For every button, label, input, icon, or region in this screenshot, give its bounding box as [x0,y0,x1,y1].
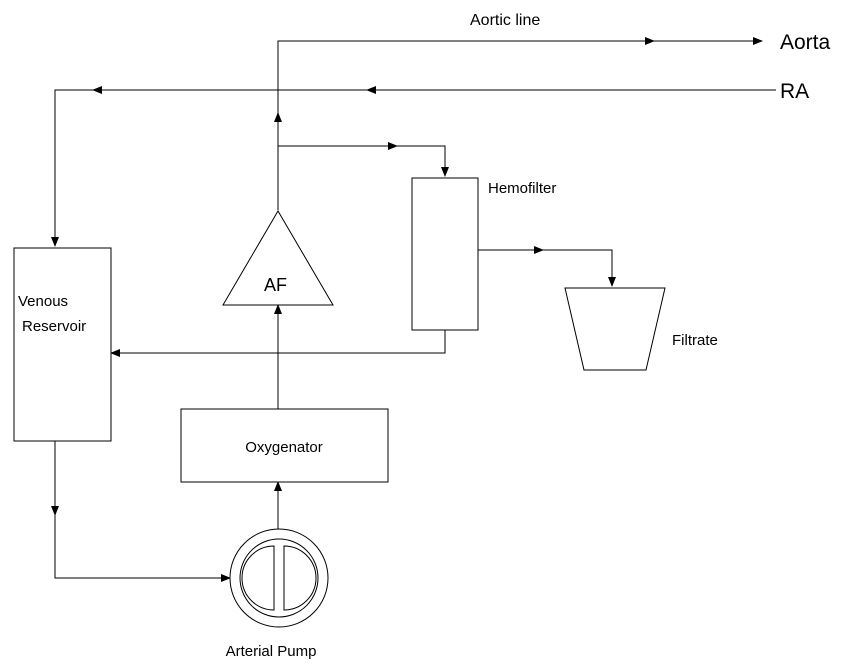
aortic-line [277,37,763,210]
hemofilter-feed-line [278,145,449,177]
af-up-arrow [274,112,282,122]
ra-return-line [51,89,776,247]
aortic-line-midarrow [645,37,655,45]
filtrate-line-arrow [534,246,544,254]
label-filtrate: Filtrate [672,332,718,349]
hemofilter-feed-arrow [388,142,398,150]
label-hemofilter: Hemofilter [488,180,556,197]
label-aortic-line: Aortic line [470,12,540,29]
label-aorta: Aorta [780,31,831,54]
reservoir-outflow-arrow [51,506,59,516]
arterial-pump [229,528,329,628]
label-reservoir: Reservoir [22,318,86,335]
reservoir-to-pump-line [54,441,231,582]
hemofilter [411,177,479,331]
filtrate-container [564,287,666,371]
hemofilter-return-line [110,330,446,357]
ra-line-arrow-2 [92,86,102,94]
label-ra: RA [780,80,809,103]
label-venous: Venous [18,293,68,310]
label-af: AF [264,275,287,295]
arterial-filter-af [222,210,334,306]
oxygenator [180,408,389,483]
filtrate-line [478,249,616,287]
ra-line-arrow-1 [366,86,376,94]
venous-reservoir [13,247,112,442]
label-oxygenator: Oxygenator [245,439,323,456]
label-arterial-pump: Arterial Pump [226,643,317,660]
